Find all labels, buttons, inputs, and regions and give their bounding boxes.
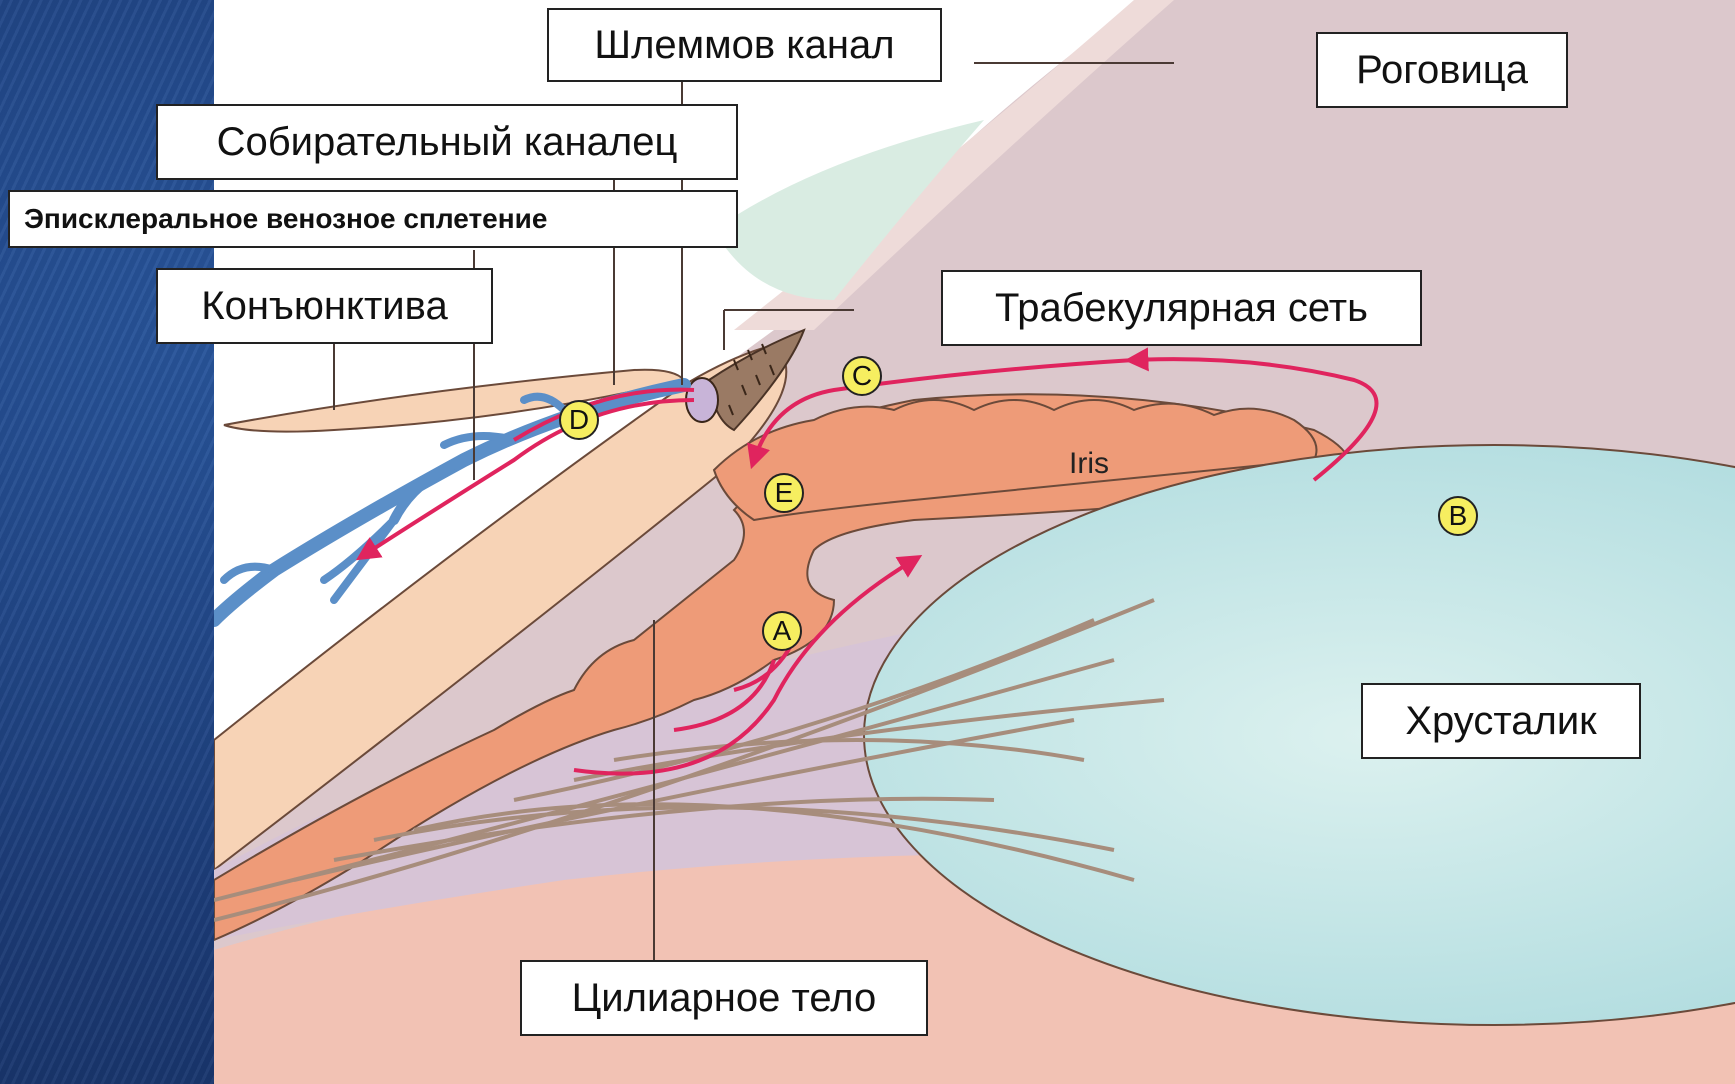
label-ciliary-body: Цилиарное тело [520, 960, 928, 1036]
iris-label: Iris [1069, 447, 1109, 481]
label-collector-channel: Собирательный каналец [156, 104, 738, 180]
marker-d: D [559, 400, 599, 440]
marker-b: B [1438, 496, 1478, 536]
label-episcleral-plexus: Эписклеральное венозное сплетение [8, 190, 738, 248]
label-trabecular-meshwork: Трабекулярная сеть [941, 270, 1422, 346]
marker-c: C [842, 356, 882, 396]
marker-e: E [764, 473, 804, 513]
label-lens: Хрусталик [1361, 683, 1641, 759]
label-conjunctiva: Конъюнктива [156, 268, 493, 344]
marker-a: A [762, 611, 802, 651]
label-schlemm-canal: Шлеммов канал [547, 8, 942, 82]
label-cornea: Роговица [1316, 32, 1568, 108]
